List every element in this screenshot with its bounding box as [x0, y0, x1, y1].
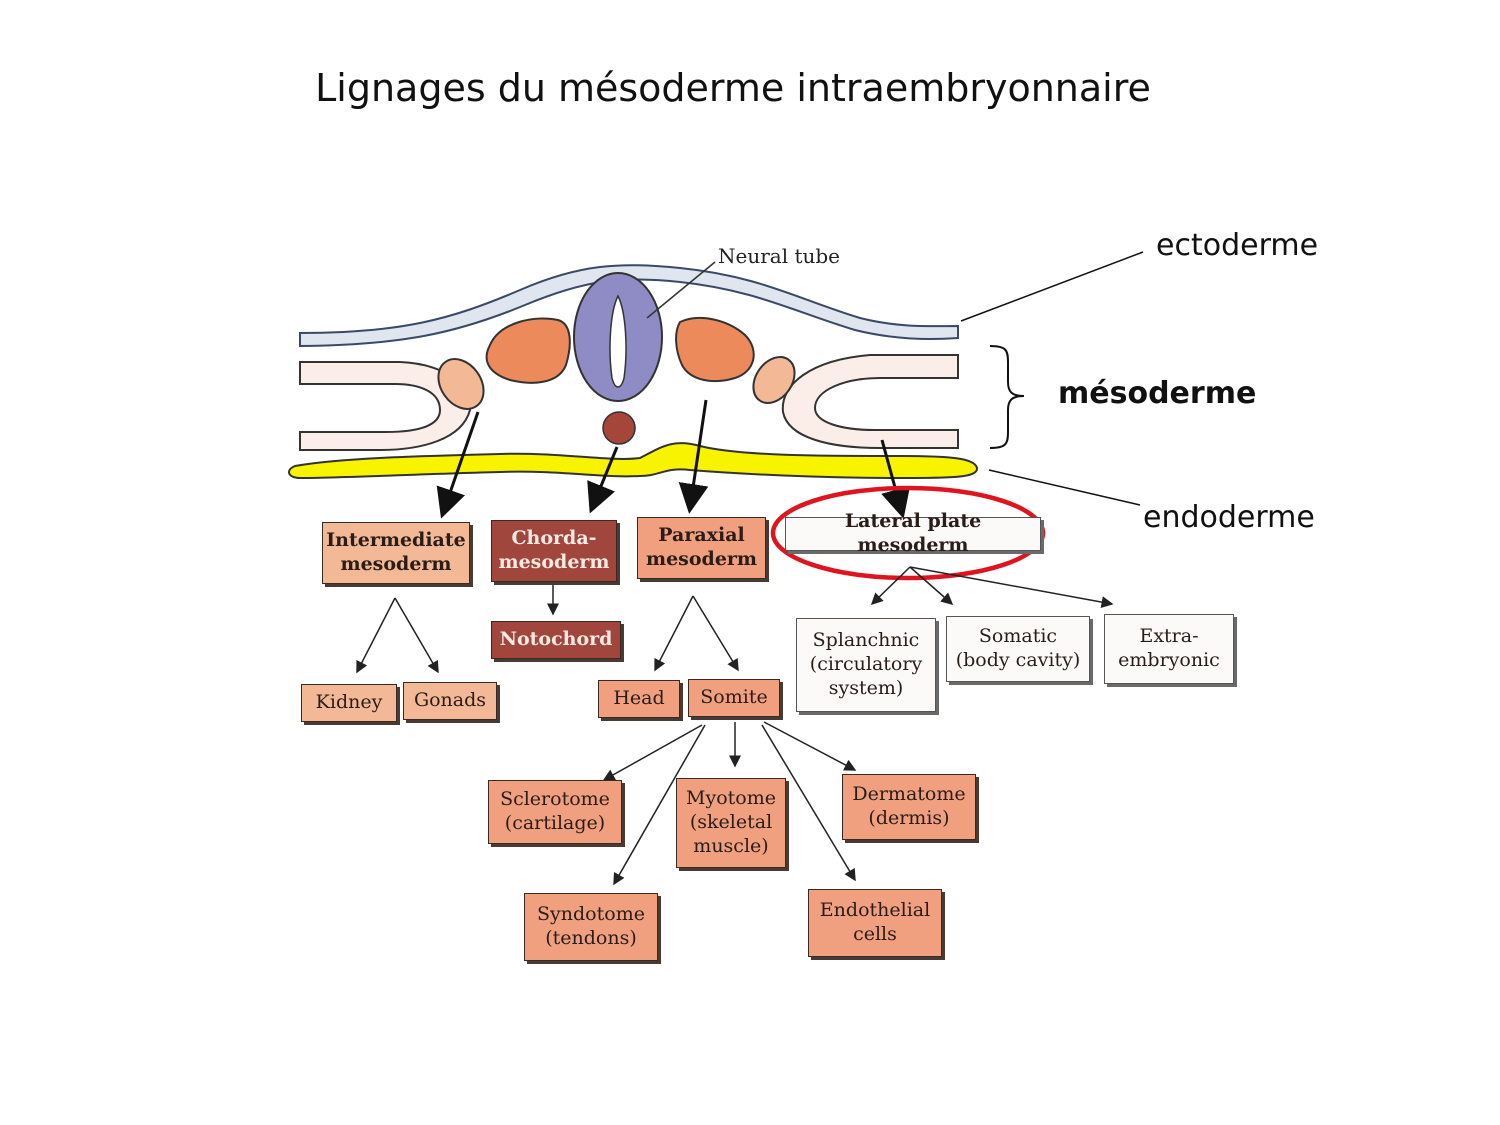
ectoderme-pointer	[960, 251, 1144, 322]
notochord-box: Notochord	[491, 621, 621, 659]
mesoderme-label: mésoderme	[1058, 376, 1257, 411]
arrow-to-intermediate	[436, 411, 480, 519]
gonads-box: Gonads	[403, 682, 497, 720]
head-box: Head	[598, 680, 680, 718]
somite-box: Somite	[688, 679, 780, 717]
mesoderme-brace	[989, 345, 1025, 449]
right-paraxial-mesoderm	[675, 317, 755, 383]
paraxial-mesoderm-box: Paraxial mesoderm	[637, 517, 766, 579]
right-intermediate-mesoderm	[752, 356, 796, 404]
arrow-to-lateral-plate	[880, 439, 911, 519]
ectoderme-label: ectoderme	[1156, 228, 1319, 263]
right-mesoderm-sheet	[781, 354, 959, 449]
dermatome-box: Dermatome (dermis)	[842, 774, 976, 840]
kidney-box: Kidney	[301, 684, 397, 722]
notochord-dot	[602, 411, 636, 445]
somatic-box: Somatic (body cavity)	[946, 616, 1090, 682]
splanchnic-box: Splanchnic (circulatory system)	[796, 618, 936, 712]
lateral-plate-highlight	[770, 485, 1046, 581]
ectoderm-layer	[299, 264, 959, 348]
lateral-plate-mesoderm-box: Lateral plate mesoderm	[785, 510, 1041, 556]
endothelial-cells-box: Endothelial cells	[808, 889, 942, 957]
intermediate-mesoderm-box: Intermediate mesoderm	[322, 522, 470, 584]
endoderm-layer	[288, 442, 978, 480]
myotome-box: Myotome (skeletal muscle)	[676, 778, 786, 868]
arrow-to-paraxial	[678, 399, 709, 514]
endoderme-label: endoderme	[1143, 500, 1315, 535]
arrow-to-chordamesoderm	[587, 446, 619, 514]
page-title: Lignages du mésoderme intraembryonnaire	[315, 66, 1151, 110]
endoderme-pointer	[988, 469, 1141, 506]
neural-canal	[609, 294, 627, 388]
sclerotome-box: Sclerotome (cartilage)	[488, 780, 622, 844]
left-paraxial-mesoderm	[485, 317, 571, 384]
neural-tube-label: Neural tube	[718, 244, 841, 268]
chordamesoderm-box: Chorda- mesoderm	[491, 520, 617, 582]
extraembryonic-box: Extra- embryonic	[1104, 614, 1234, 684]
syndotome-box: Syndotome (tendons)	[524, 893, 658, 961]
left-intermediate-mesoderm	[437, 358, 485, 410]
